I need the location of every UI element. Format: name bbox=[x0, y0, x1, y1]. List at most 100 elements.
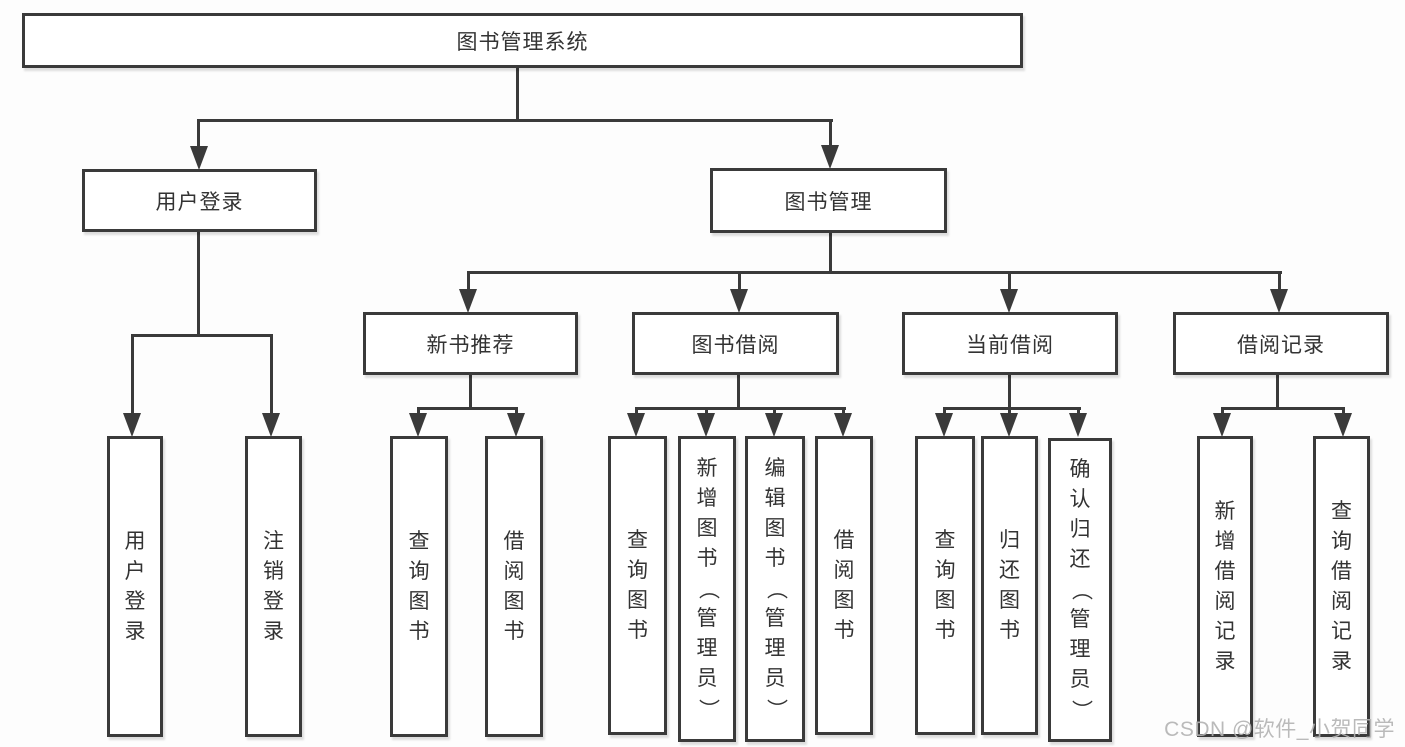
node-v-borrow-book-1: 借阅图书 bbox=[485, 436, 543, 737]
arrowhead-down-icon bbox=[730, 289, 748, 313]
node-current-borrow: 当前借阅 bbox=[902, 312, 1118, 375]
arrowhead-down-icon bbox=[1334, 413, 1352, 437]
node-label-char: 借 bbox=[1214, 559, 1236, 583]
arrowhead-down-icon bbox=[1000, 413, 1018, 437]
arrowhead-down-icon bbox=[1213, 413, 1231, 437]
node-label-char: 员 bbox=[696, 667, 718, 690]
connector-line bbox=[197, 230, 200, 337]
node-label: 借阅记录 bbox=[1237, 333, 1325, 357]
connector-line bbox=[197, 119, 833, 122]
node-label-char: 阅 bbox=[1214, 589, 1236, 613]
node-label-char: 记 bbox=[1331, 619, 1352, 643]
node-label-char: 理 bbox=[764, 637, 786, 660]
node-label-char: ） bbox=[696, 698, 719, 720]
node-label-char: 员 bbox=[1069, 668, 1091, 691]
arrowhead-down-icon bbox=[507, 413, 525, 437]
connector-line bbox=[829, 231, 832, 274]
arrowhead-down-icon bbox=[1270, 289, 1288, 313]
node-label-char: 员 bbox=[764, 667, 786, 690]
node-label-char: （ bbox=[764, 578, 787, 600]
node-label-char: 书 bbox=[833, 618, 855, 642]
node-label: 图书借阅 bbox=[691, 333, 780, 357]
node-label-char: 询 bbox=[408, 559, 430, 583]
arrowhead-down-icon bbox=[1069, 413, 1087, 437]
node-label-char: 录 bbox=[263, 619, 284, 643]
node-label-char: 理 bbox=[696, 637, 718, 660]
node-label-char: 借 bbox=[833, 528, 855, 552]
connector-line bbox=[943, 407, 1081, 410]
node-label-char: 查 bbox=[934, 528, 956, 552]
connector-line bbox=[516, 66, 519, 121]
connector-line bbox=[270, 334, 273, 414]
arrowhead-down-icon bbox=[627, 413, 645, 437]
arrowhead-down-icon bbox=[409, 413, 427, 437]
node-label-char: 录 bbox=[1331, 649, 1352, 673]
node-label-char: 编 bbox=[764, 457, 786, 480]
connector-line bbox=[635, 407, 846, 410]
node-label-char: 归 bbox=[1069, 518, 1091, 541]
node-label-char: 书 bbox=[408, 619, 430, 643]
connector-line bbox=[131, 334, 134, 414]
node-label-char: 还 bbox=[999, 558, 1020, 582]
arrowhead-down-icon bbox=[123, 413, 141, 437]
connector-line bbox=[1008, 271, 1011, 293]
connector-line bbox=[1221, 407, 1345, 410]
node-label-char: 户 bbox=[124, 559, 146, 583]
node-label-char: 归 bbox=[999, 528, 1020, 552]
node-label-char: 询 bbox=[934, 558, 956, 582]
connector-line bbox=[467, 271, 1282, 274]
node-label-char: 管 bbox=[1069, 608, 1091, 631]
node-label-char: 记 bbox=[1214, 619, 1236, 643]
node-v-add-book: 新增图书（管理员） bbox=[678, 436, 736, 742]
node-label-char: 书 bbox=[934, 618, 956, 642]
connector-line bbox=[1278, 271, 1281, 293]
node-label-char: 新 bbox=[1214, 499, 1236, 523]
node-book-borrow: 图书借阅 bbox=[632, 312, 839, 375]
node-label-char: 管 bbox=[696, 607, 718, 630]
node-label-char: 还 bbox=[1069, 548, 1091, 571]
node-label-char: 确 bbox=[1069, 458, 1091, 481]
node-label: 新书推荐 bbox=[426, 333, 515, 357]
node-new-book-rec: 新书推荐 bbox=[363, 312, 578, 375]
node-label-char: 查 bbox=[408, 529, 430, 553]
node-label-char: 书 bbox=[764, 547, 786, 570]
node-label-char: 图 bbox=[934, 588, 956, 612]
node-label-char: 增 bbox=[1214, 529, 1236, 553]
arrowhead-down-icon bbox=[459, 289, 477, 313]
node-v-query-record: 查询借阅记录 bbox=[1313, 436, 1370, 737]
connector-line bbox=[737, 373, 740, 410]
node-v-user-login: 用户登录 bbox=[107, 436, 163, 737]
connector-line bbox=[1276, 373, 1279, 410]
node-label-char: 书 bbox=[627, 618, 648, 642]
node-label: 图书管理 bbox=[784, 190, 873, 214]
node-label-char: （ bbox=[696, 578, 719, 600]
node-label-char: 管 bbox=[764, 607, 786, 630]
node-label-char: 理 bbox=[1069, 638, 1091, 661]
node-label-char: 用 bbox=[124, 529, 146, 553]
node-label-char: 录 bbox=[1214, 649, 1236, 673]
node-label-char: 书 bbox=[696, 547, 718, 570]
node-v-logout: 注销登录 bbox=[245, 436, 302, 737]
arrowhead-down-icon bbox=[821, 145, 839, 169]
node-v-borrow-book-2: 借阅图书 bbox=[815, 436, 873, 735]
node-label-char: 书 bbox=[999, 618, 1020, 642]
watermark: CSDN @软件_小贺同学 bbox=[1164, 718, 1395, 741]
node-v-add-record: 新增借阅记录 bbox=[1197, 436, 1253, 737]
node-label-char: 书 bbox=[503, 619, 525, 643]
node-label-char: 查 bbox=[1331, 499, 1352, 523]
arrowhead-down-icon bbox=[834, 413, 852, 437]
node-label-char: 借 bbox=[503, 529, 525, 553]
node-label-char: 阅 bbox=[833, 558, 855, 582]
arrowhead-down-icon bbox=[190, 146, 208, 170]
arrowhead-down-icon bbox=[765, 413, 783, 437]
node-book-mgmt: 图书管理 bbox=[710, 168, 947, 233]
node-label-char: 认 bbox=[1069, 488, 1091, 511]
node-label-char: 销 bbox=[263, 559, 284, 583]
node-label-char: 询 bbox=[627, 558, 648, 582]
node-v-confirm-return: 确认归还（管理员） bbox=[1048, 438, 1112, 742]
connector-line bbox=[829, 119, 832, 149]
arrowhead-down-icon bbox=[935, 413, 953, 437]
node-label-char: 图 bbox=[696, 517, 718, 540]
node-v-query-book-3: 查询图书 bbox=[915, 436, 975, 735]
node-label-char: 图 bbox=[627, 588, 648, 612]
